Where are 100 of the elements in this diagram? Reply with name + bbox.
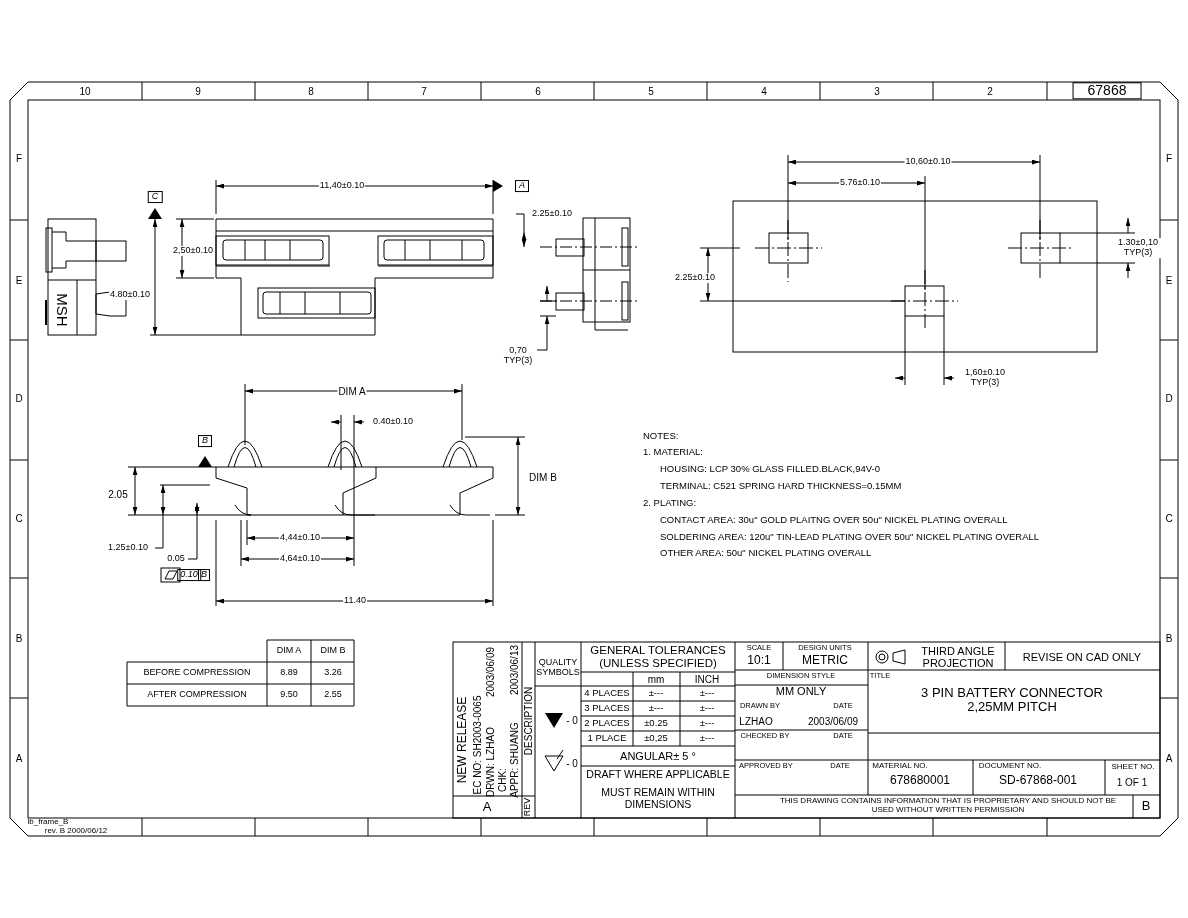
table-cell: 8.89: [280, 668, 298, 678]
title-block-text: 3 PLACES: [584, 702, 630, 714]
title-block-text: NEW RELEASE: [456, 696, 470, 784]
zone-marker: 5: [648, 85, 654, 97]
note-text: TERMINAL: C521 SPRING HARD THICKNESS=0.15MM: [660, 480, 902, 492]
title-block-text: 2003/06/09: [484, 646, 496, 698]
zone-marker: 10: [79, 85, 91, 97]
title-block-text: EC NO: SH2003-0065: [471, 695, 483, 795]
dimension-text: 1.25±0.10: [107, 543, 149, 553]
title-block-text: DRAFT WHERE APPLICABLE: [586, 769, 730, 781]
note-text: CONTACT AREA: 30u" GOLD PLAITNG OVER 50u" NICKEL PLATING OVERALL: [660, 514, 1008, 526]
title-block-text: mm: [647, 673, 665, 685]
zone-marker: 2: [987, 85, 993, 97]
zone-marker: F: [1165, 152, 1173, 164]
title-block-text: SD-67868-001: [998, 774, 1078, 788]
table-cell: 9.50: [280, 690, 298, 700]
table-cell: BEFORE COMPRESSION: [143, 668, 251, 678]
title-block-text: ±---: [699, 732, 715, 744]
table-cell: 2.55: [324, 690, 342, 700]
drawing-title: 3 PIN BATTERY CONNECTOR 2,25MM PITCH: [920, 685, 1104, 715]
dimension-text: 11,40±0.10: [318, 181, 366, 191]
title-block-text: THIS DRAWING CONTAINS INFORMATION THAT IS PROPRIETARY AND SHOULD NOT BE USED WITHOUT WRITTEN PERMISSION: [778, 797, 1118, 815]
dimension-text: 0.05: [166, 554, 186, 564]
dimension-text: 5.76±0.10: [839, 178, 881, 188]
title-block-text: ±0.25: [644, 717, 668, 729]
frame-id-text: lb_frame_B: [27, 817, 69, 826]
zone-marker: 4: [761, 85, 767, 97]
zone-marker: 7: [421, 85, 427, 97]
datum-reference: B: [198, 569, 210, 581]
note-text: NOTES:: [643, 430, 679, 442]
zone-marker: F: [15, 152, 23, 164]
title-block-text: DRWN: LZHAO: [484, 727, 496, 797]
dimension-text: 2.05: [107, 488, 129, 500]
title-block-text: 1 PLACE: [587, 732, 627, 744]
title-block-text: MATERIAL NO.: [872, 761, 928, 771]
title-block-text: THIRD ANGLE PROJECTION: [920, 644, 996, 670]
title-block-text: ±---: [699, 717, 715, 729]
title-block-text: SHEET NO.: [1111, 762, 1155, 772]
zone-marker: E: [1165, 274, 1173, 286]
zone-marker: 9: [195, 85, 201, 97]
title-block-text: - 0: [566, 757, 578, 769]
dimension-text: 10,60±0.10: [904, 157, 952, 167]
title-block-text: ±0,25: [644, 732, 668, 744]
title-block-text: ±---: [699, 702, 715, 714]
title-block-text: GENERAL TOLERANCES (UNLESS SPECIFIED): [589, 644, 727, 670]
title-block-text: DOCUMENT NO.: [978, 761, 1042, 771]
zone-marker: A: [1165, 752, 1173, 764]
zone-marker: C: [1165, 512, 1173, 524]
dimension-text: 2.25±0.10: [531, 209, 573, 219]
dimension-text: 4,64±0.10: [279, 554, 321, 564]
title-block-text: 4 PLACES: [584, 687, 630, 699]
zone-marker: 6: [535, 85, 541, 97]
table-cell: 3.26: [324, 668, 342, 678]
zone-marker: B: [1165, 632, 1173, 644]
title-block-text: ±---: [648, 687, 664, 699]
title-block-text: REV: [523, 797, 533, 817]
title-block-text: A: [482, 799, 492, 815]
zone-marker: A: [15, 752, 23, 764]
title-block-text: ±---: [699, 687, 715, 699]
title-block-text: B: [1141, 798, 1151, 814]
note-text: 2. PLATING:: [643, 497, 697, 509]
note-text: OTHER AREA: 50u" NICKEL PLATING OVERALL: [660, 547, 872, 559]
note-text: SOLDERING AREA: 120u" TIN-LEAD PLATING OVER 50u" NICKEL PLATING OVERALL: [660, 531, 1040, 543]
zone-marker: B: [15, 632, 23, 644]
title-block-text: ANGULAR± 5 °: [620, 749, 696, 763]
dimension-text: DIM A: [337, 385, 367, 397]
title-block-text: MUST REMAIN WITHIN DIMENSIONS: [600, 787, 716, 811]
title-block-text: CHK:: [496, 768, 508, 792]
zone-marker: C: [15, 512, 23, 524]
title-block-text: 2003/06/09: [807, 715, 859, 727]
title-block-text: 10:1: [747, 654, 771, 668]
frame-id-text: rev. B 2000/06/12: [44, 826, 108, 836]
dimension-text: 2,50±0.10: [172, 246, 214, 256]
title-block-text: 678680001: [889, 774, 951, 788]
title-block-text: APPR: SHUANG: [508, 722, 520, 798]
note-text: HOUSING: LCP 30% GLASS FILLED.BLACK,94V-0: [660, 463, 880, 475]
title-block-text: - 0: [566, 714, 578, 726]
table-cell: AFTER COMPRESSION: [147, 690, 247, 700]
dimension-text: 2.25±0.10: [674, 273, 716, 283]
dimension-text: 4,44±0.10: [279, 533, 321, 543]
dimension-text: 11.40: [343, 596, 367, 606]
title-block-text: 1 OF 1: [1116, 776, 1148, 788]
note-text: 1. MATERIAL:: [643, 446, 703, 458]
dimension-text: DIM B: [528, 471, 558, 483]
title-block-text: QUALITY SYMBOLS: [536, 658, 580, 678]
zone-marker: 3: [874, 85, 880, 97]
title-block-text: REVISE ON CAD ONLY: [1022, 650, 1142, 664]
dimension-text: 0.40±0.10: [372, 417, 414, 427]
zone-marker: D: [1165, 392, 1173, 404]
title-block-text: 2 PLACES: [584, 717, 630, 729]
part-marking: MSH: [53, 293, 71, 327]
title-block-text: ±---: [648, 702, 664, 714]
dimension-text: 4.80±0.10: [109, 290, 151, 300]
title-block-text: DESCRIPTION: [522, 686, 534, 756]
zone-marker: E: [15, 274, 23, 286]
title-block-text: MM ONLY: [775, 684, 827, 698]
title-block-text: METRIC: [802, 654, 848, 668]
title-block-text: INCH: [694, 673, 720, 685]
zone-marker: D: [15, 392, 23, 404]
zone-marker: 8: [308, 85, 314, 97]
